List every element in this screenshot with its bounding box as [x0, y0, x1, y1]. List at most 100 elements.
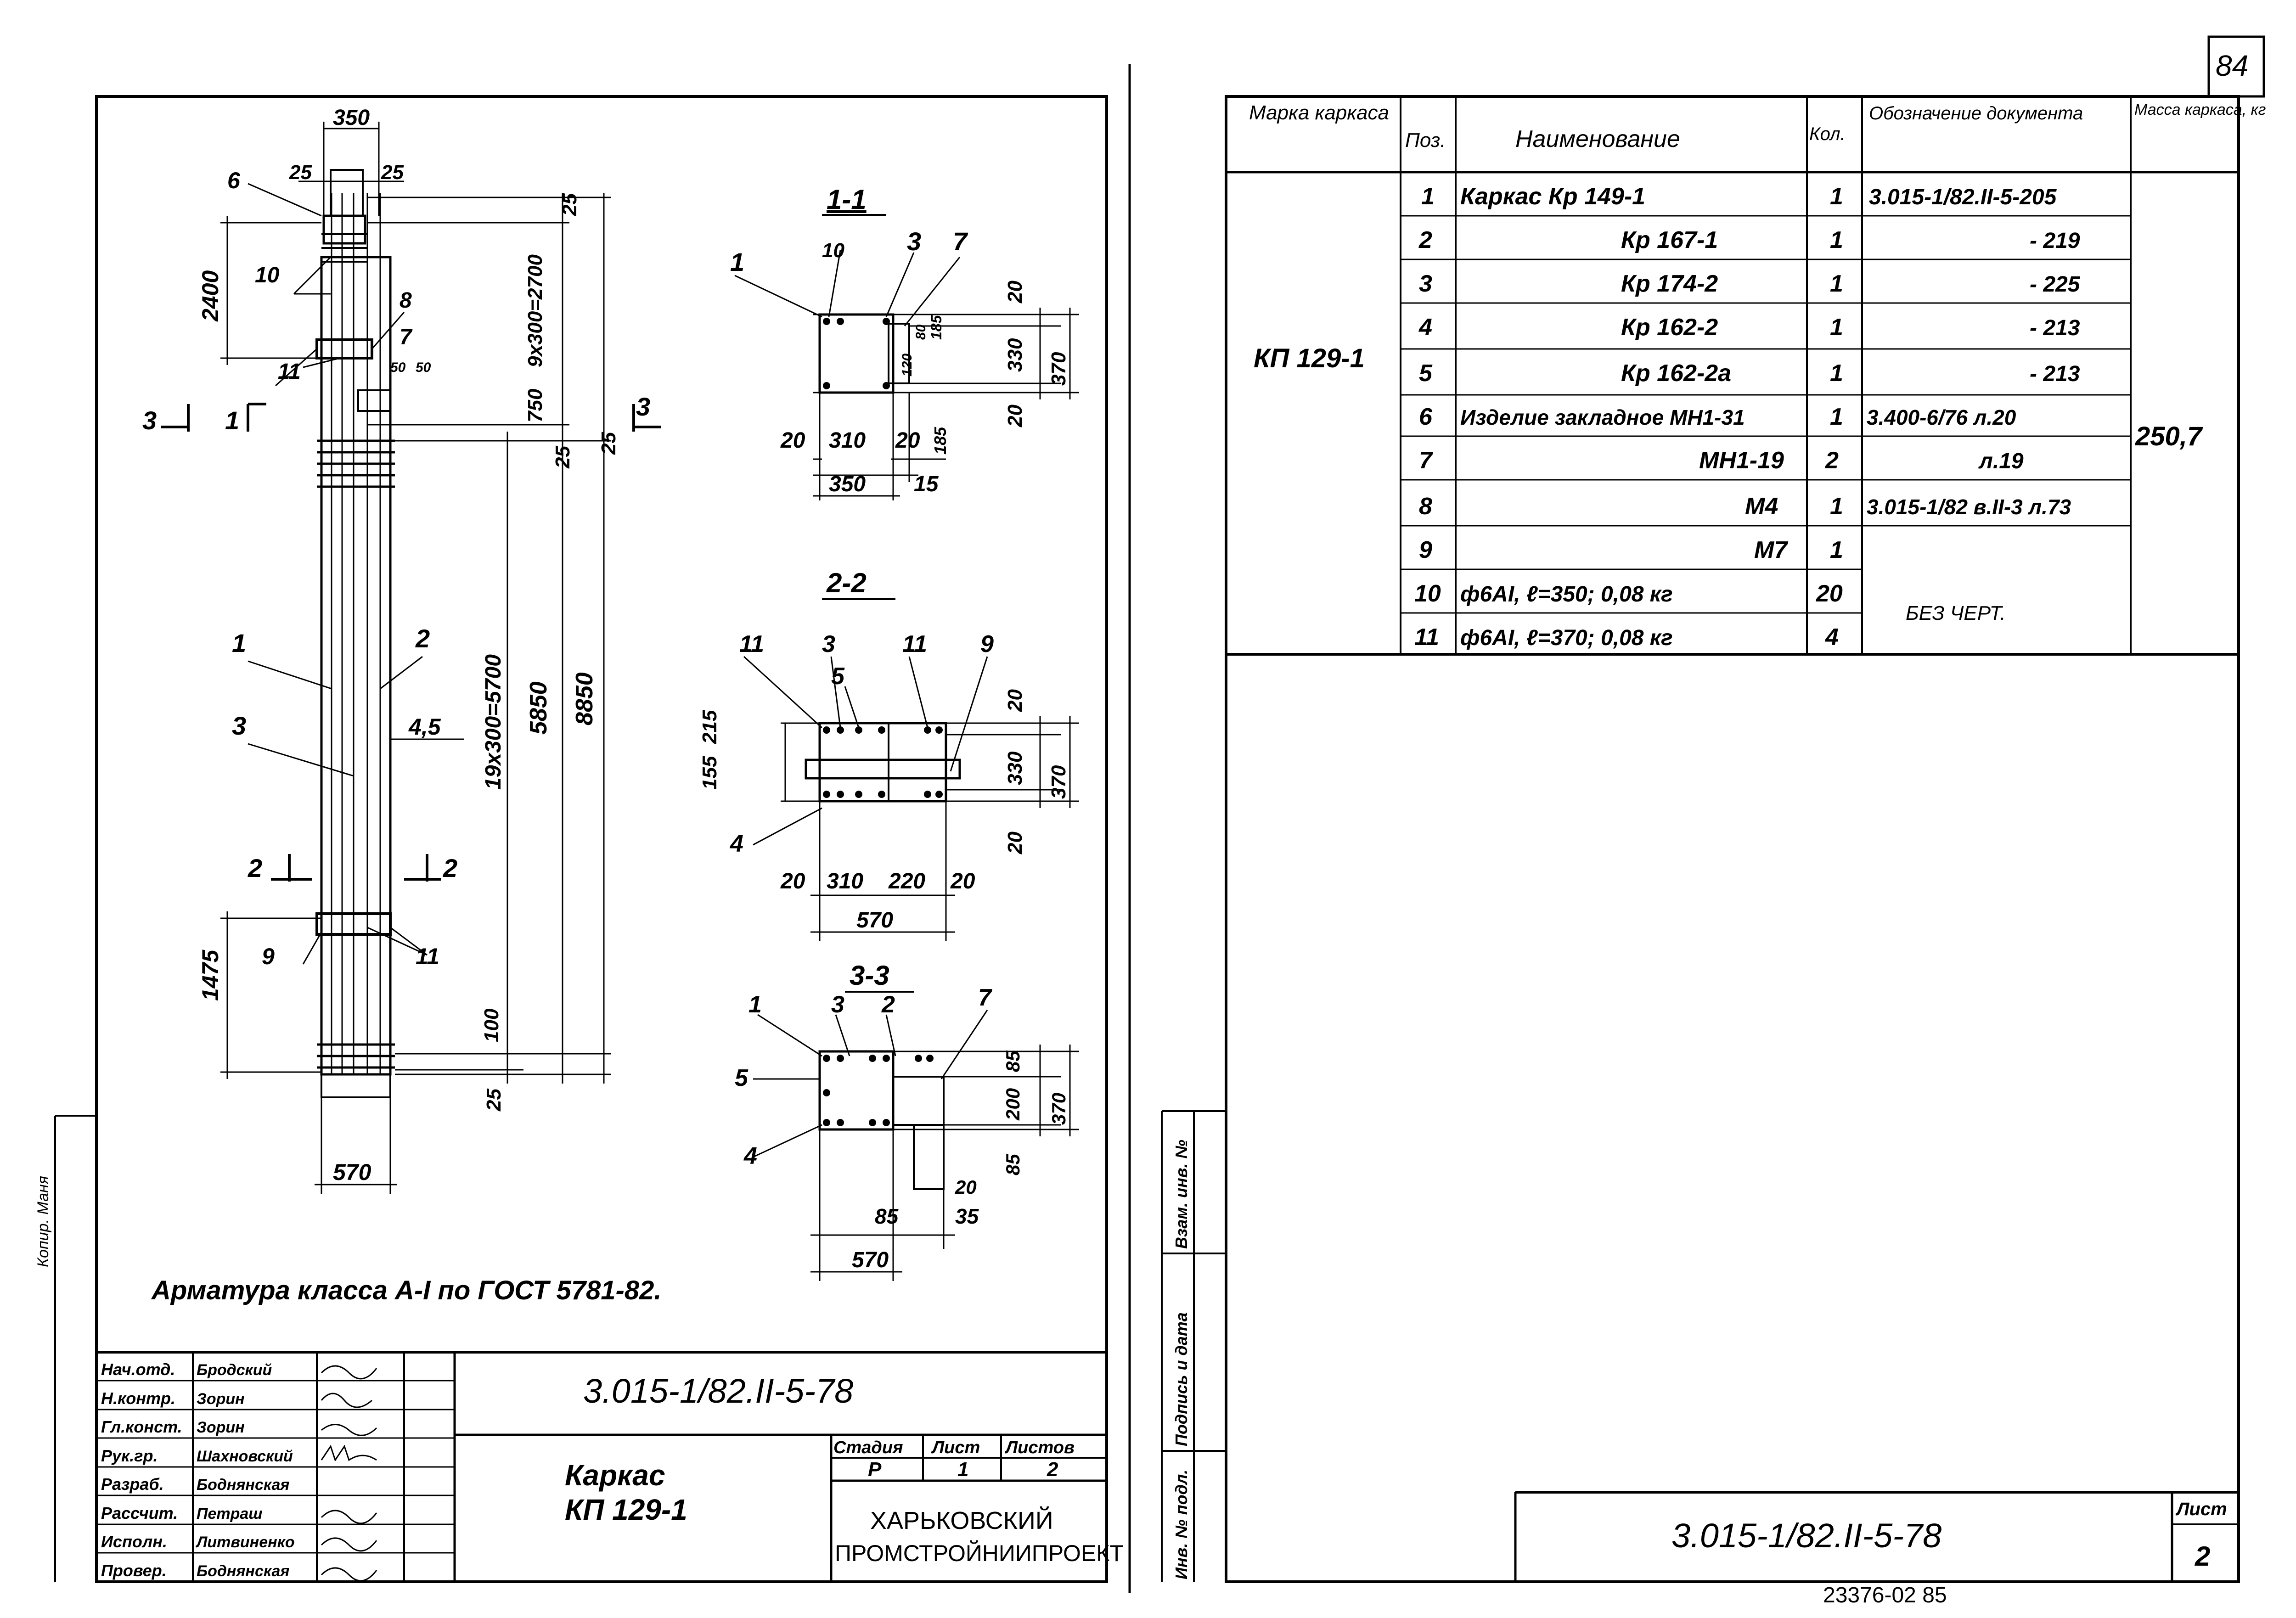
- doc-code-right: 3.015-1/82.II-5-78: [1671, 1517, 1941, 1555]
- stirrups-top: [317, 439, 395, 488]
- cut-3-right: 3: [636, 392, 650, 421]
- svg-text:15: 15: [914, 472, 939, 496]
- svg-text:Зорин: Зорин: [197, 1390, 245, 1408]
- hdr-mass: Масса каркаса, кг: [2134, 101, 2266, 118]
- svg-text:7: 7: [978, 984, 992, 1011]
- svg-text:185: 185: [928, 315, 945, 340]
- dim-570: 570: [333, 1159, 371, 1185]
- svg-text:11: 11: [902, 631, 927, 657]
- svg-text:3: 3: [907, 227, 921, 256]
- svg-text:3: 3: [822, 631, 835, 657]
- svg-text:Р: Р: [868, 1458, 882, 1481]
- section-1-1: 1-1 1 10 3: [730, 184, 1079, 500]
- svg-text:330: 330: [1004, 338, 1026, 372]
- svg-text:370: 370: [1047, 352, 1070, 386]
- svg-text:3: 3: [831, 991, 844, 1018]
- svg-text:20: 20: [1004, 831, 1026, 854]
- doc-code-left: 3.015-1/82.II-5-78: [583, 1372, 853, 1410]
- svg-text:- 225: - 225: [2030, 272, 2081, 297]
- svg-text:85: 85: [1002, 1154, 1024, 1175]
- svg-text:Провер.: Провер.: [101, 1561, 167, 1580]
- svg-text:25: 25: [381, 161, 404, 184]
- svg-text:1: 1: [748, 991, 762, 1018]
- label-10: 10: [255, 263, 280, 287]
- svg-text:4: 4: [730, 831, 743, 857]
- svg-text:25: 25: [558, 193, 581, 216]
- label-11a: 11: [278, 360, 301, 384]
- svg-text:20: 20: [1004, 404, 1026, 427]
- svg-text:Бродский: Бродский: [197, 1361, 272, 1379]
- svg-text:Петраш: Петраш: [197, 1505, 263, 1522]
- svg-text:50: 50: [416, 360, 431, 375]
- svg-text:Рук.гр.: Рук.гр.: [101, 1446, 158, 1465]
- svg-text:1: 1: [957, 1458, 968, 1481]
- title-line1: Каркас: [565, 1459, 665, 1492]
- sheet-number-right: 2: [2195, 1541, 2210, 1572]
- reinforcement-note: Арматура класса А-I по ГОСТ 5781-82.: [151, 1275, 662, 1305]
- svg-text:155: 155: [698, 756, 721, 790]
- svg-text:4: 4: [1418, 314, 1432, 341]
- svg-text:330: 330: [1004, 751, 1026, 785]
- label-6: 6: [227, 168, 241, 193]
- svg-text:Гл.конст.: Гл.конст.: [101, 1417, 182, 1436]
- svg-text:- 213: - 213: [2030, 362, 2080, 386]
- svg-text:85: 85: [875, 1204, 899, 1228]
- svg-text:80: 80: [913, 324, 929, 340]
- label-2: 2: [415, 624, 430, 653]
- svg-text:20: 20: [780, 869, 805, 893]
- left-title-block: Нач.отд. Н.контр. Гл.конст. Рук.гр. Разр…: [96, 1351, 1124, 1582]
- row-1-name: Каркас Кр 149-1: [1460, 183, 1645, 210]
- svg-text:1: 1: [1830, 493, 1843, 520]
- svg-text:11: 11: [1414, 624, 1439, 651]
- hdr-name: Наименование: [1515, 126, 1680, 152]
- svg-text:Лист: Лист: [931, 1438, 980, 1457]
- svg-text:1: 1: [1830, 314, 1843, 341]
- hdr-qty: Кол.: [1809, 124, 1846, 144]
- svg-text:20: 20: [950, 869, 975, 893]
- side-col-sign: Подпись и дата: [1172, 1312, 1191, 1446]
- svg-text:Кр 162-2: Кр 162-2: [1621, 314, 1718, 341]
- bottom-stamp: 23376-02 85: [1823, 1583, 1947, 1607]
- svg-text:120: 120: [900, 354, 915, 376]
- dim-4-5: 4,5: [408, 714, 441, 740]
- svg-text:100: 100: [480, 1008, 503, 1042]
- svg-text:л.19: л.19: [1978, 449, 2024, 473]
- frame-mark: КП 129-1: [1254, 343, 1365, 373]
- svg-text:8: 8: [1419, 493, 1432, 520]
- title-line2: КП 129-1: [565, 1493, 687, 1526]
- elevation-view: [161, 122, 661, 1194]
- svg-text:7: 7: [1419, 447, 1433, 474]
- role-column: Нач.отд. Н.контр. Гл.конст. Рук.гр. Разр…: [101, 1360, 182, 1580]
- svg-text:Зорин: Зорин: [197, 1419, 245, 1436]
- svg-text:4: 4: [1825, 624, 1839, 651]
- left-sheet: Копир. Маня: [34, 64, 1131, 1593]
- svg-text:1: 1: [1830, 270, 1843, 297]
- svg-text:25: 25: [289, 161, 312, 184]
- svg-text:25: 25: [483, 1089, 505, 1112]
- section-1-title: 1-1: [827, 184, 867, 215]
- cut-2-left: 2: [248, 854, 262, 882]
- svg-text:7: 7: [953, 227, 968, 256]
- svg-text:1: 1: [1830, 227, 1843, 253]
- svg-text:220: 220: [888, 869, 925, 893]
- signatures: [321, 1365, 377, 1582]
- svg-text:35: 35: [955, 1204, 979, 1228]
- stirrups-bottom: [317, 1043, 395, 1069]
- label-8: 8: [400, 288, 412, 313]
- svg-text:370: 370: [1048, 1093, 1069, 1125]
- svg-text:Разраб.: Разраб.: [101, 1475, 164, 1494]
- hdr-mark: Марка каркаса: [1249, 101, 1389, 124]
- svg-text:1: 1: [730, 247, 744, 276]
- dim-8850: 8850: [571, 672, 598, 725]
- spec-table-grid: [1226, 96, 2239, 656]
- section-2-2: 2-2 11: [698, 567, 1079, 941]
- right-sheet: 84 Инв. № подл. Подпись и дата Взам. инв…: [1161, 35, 2266, 1583]
- svg-text:Литвиненко: Литвиненко: [195, 1534, 295, 1551]
- name-column: Бродский Зорин Зорин Шахновский Боднянск…: [195, 1361, 295, 1580]
- section-3-3: 3-3 1: [735, 960, 1079, 1281]
- svg-text:Кр 162-2а: Кр 162-2а: [1621, 360, 1731, 387]
- svg-text:Кр 167-1: Кр 167-1: [1621, 227, 1718, 253]
- svg-text:Листов: Листов: [1004, 1438, 1075, 1457]
- svg-text:Боднянская: Боднянская: [197, 1476, 289, 1494]
- svg-text:11: 11: [739, 631, 764, 657]
